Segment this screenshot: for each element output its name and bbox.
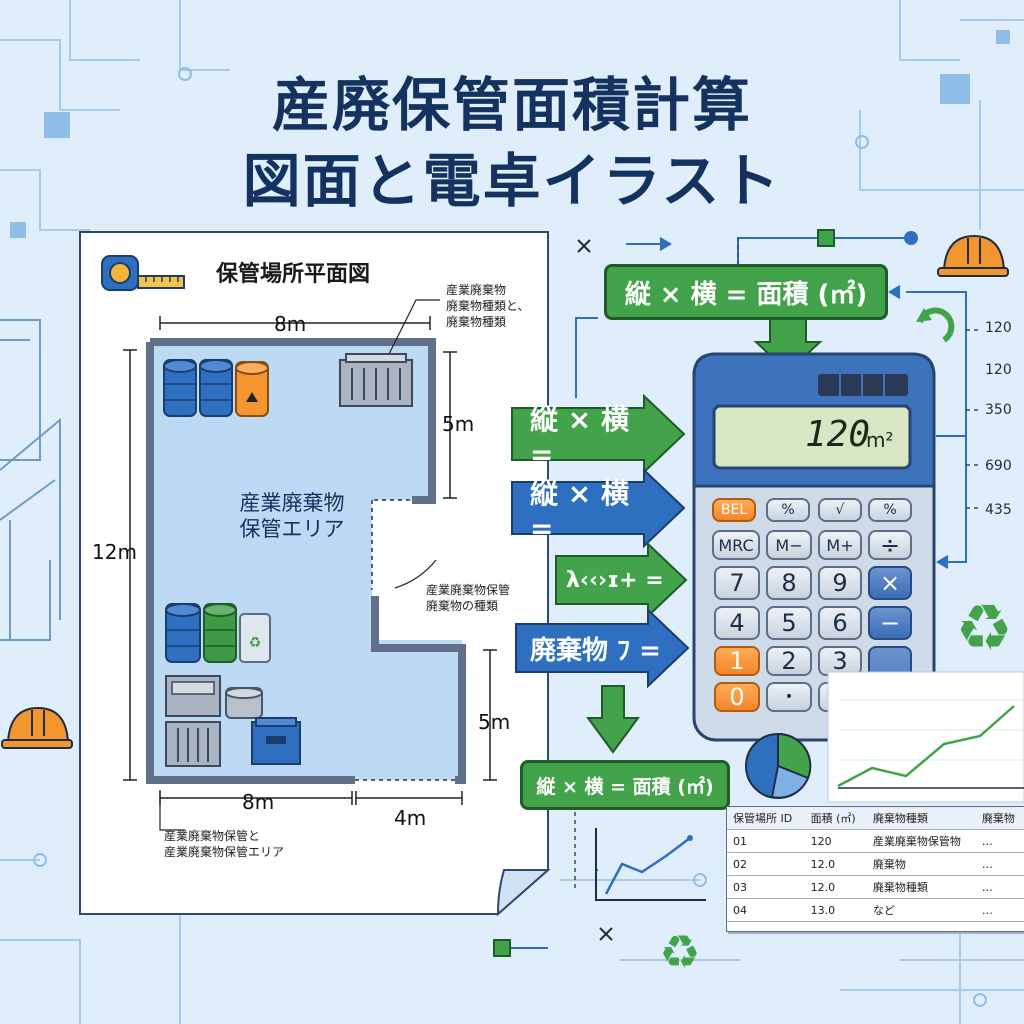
table-header-id: 保管場所 ID — [727, 807, 805, 830]
dim-right-upper: 5m — [442, 412, 475, 436]
calc-key-divide[interactable]: ÷ — [868, 530, 912, 560]
calc-key-mrc[interactable]: MRC — [712, 530, 760, 560]
title-line-1: 産廃保管面積計算 — [271, 71, 752, 139]
annotation-middle-right-line-2: 廃棄物の種類 — [426, 599, 499, 613]
hard-hat-icon-left — [1, 706, 73, 749]
calc-key-bel[interactable]: BEL — [712, 498, 756, 522]
recycle-icon-bottom: ♻ — [659, 925, 700, 979]
annotation-middle-right-line-1: 産業廃棄物保管 — [426, 583, 511, 597]
annotation-bottom-left-line-1: 産業廃棄物保管と — [164, 829, 261, 843]
annotation-middle-right: 産業廃棄物保管 廃棄物の種類 — [426, 582, 510, 614]
table-cell: 廃棄物種類 — [866, 875, 976, 899]
table-cell: 02 — [727, 852, 805, 876]
table-cell: … — [975, 875, 1024, 899]
table-cell: … — [975, 829, 1024, 853]
calc-key-2[interactable]: 2 — [766, 646, 812, 676]
annotation-top-right-line-2: 廃棄物種類と、 — [446, 299, 530, 313]
calc-key-minus[interactable]: − — [868, 606, 912, 640]
storage-area-label-line-2: 保管エリア — [239, 517, 345, 541]
calculator-display-value: 120 — [804, 414, 870, 455]
dim-left: 12m — [92, 540, 137, 564]
data-table-card: 保管場所 ID 面積 (㎡) 廃棄物種類 廃棄物 01 120 産業廃棄物保管物… — [726, 806, 1024, 932]
calc-key-multiply[interactable]: × — [868, 566, 912, 600]
table-cell: 120 — [804, 829, 867, 853]
table-cell: 産業廃棄物保管物 — [866, 829, 976, 853]
table-cell: など — [866, 898, 976, 922]
table-cell: 03 — [727, 875, 805, 899]
calc-key-percent-2[interactable]: % — [868, 498, 912, 522]
data-table: 保管場所 ID 面積 (㎡) 廃棄物種類 廃棄物 01 120 産業廃棄物保管物… — [727, 807, 1024, 922]
dim-bottom-right: 4m — [394, 806, 427, 830]
table-header-row: 保管場所 ID 面積 (㎡) 廃棄物種類 廃棄物 — [727, 807, 1024, 830]
table-header-waste: 廃棄物 — [975, 807, 1024, 830]
recycle-icon-right: ♻ — [955, 592, 1012, 666]
side-number-1: 120 — [985, 320, 1012, 336]
dim-bottom-left: 8m — [242, 790, 275, 814]
hard-hat-icon-right — [937, 234, 1009, 277]
calculator-display-unit: m² — [866, 428, 894, 452]
table-cell: 12.0 — [804, 852, 867, 876]
annotation-bottom-left-line-2: 産業廃棄物保管エリア — [164, 845, 285, 859]
table-cell: 04 — [727, 898, 805, 922]
calc-key-m-minus[interactable]: M− — [766, 530, 812, 560]
calc-key-sqrt[interactable]: √ — [818, 498, 862, 522]
crate-top — [339, 353, 413, 407]
calc-key-percent[interactable]: % — [766, 498, 810, 522]
annotation-bottom-left: 産業廃棄物保管と 産業廃棄物保管エリア — [164, 828, 284, 860]
formula-bottom: 縦 × 横 = 面積 (㎡) — [520, 760, 730, 810]
calc-key-8[interactable]: 8 — [766, 566, 812, 600]
table-cell: 廃棄物 — [866, 852, 976, 876]
table-cell: 01 — [727, 829, 805, 853]
calc-key-0[interactable]: 0 — [714, 682, 760, 712]
side-number-2: 120 — [985, 362, 1012, 378]
calc-key-4[interactable]: 4 — [714, 606, 760, 640]
side-number-3: 350 — [985, 402, 1012, 418]
arrow-label-3: λ‹‹›ɪ+ = — [566, 567, 664, 593]
calc-key-decimal[interactable]: • — [766, 682, 812, 712]
tape-measure-icon — [101, 255, 185, 291]
annotation-top-right-line-1: 産業廃棄物 — [446, 283, 507, 297]
table-cell: 13.0 — [804, 898, 867, 922]
calc-key-7[interactable]: 7 — [714, 566, 760, 600]
title-line-2: 図面と電卓イラスト — [242, 147, 782, 215]
calc-key-6[interactable]: 6 — [818, 606, 862, 640]
storage-area-label-line-1: 産業廃棄物 — [239, 491, 345, 515]
table-cell: 12.0 — [804, 875, 867, 899]
table-row: 04 13.0 など … — [727, 898, 1024, 922]
barrels-top — [163, 359, 269, 417]
annotation-top-right: 産業廃棄物 廃棄物種類と、 廃棄物種類 — [446, 282, 530, 330]
line-chart-icon-right — [827, 671, 1024, 803]
dim-right-lower: 5m — [478, 710, 511, 734]
storage-area-label: 産業廃棄物 保管エリア — [232, 490, 352, 542]
floorplan-heading: 保管場所平面図 — [216, 262, 371, 287]
side-number-4: 690 — [985, 458, 1012, 474]
dim-top: 8m — [274, 312, 307, 336]
calc-key-1[interactable]: 1 — [714, 646, 760, 676]
line-chart-icon-bottom — [595, 828, 706, 901]
formula-top: 縦 × 横 = 面積 (㎡) — [604, 264, 888, 320]
calc-key-3[interactable]: 3 — [818, 646, 862, 676]
arrow-label-4: 廃棄物 ﾌ = — [530, 635, 661, 666]
table-row: 01 120 産業廃棄物保管物 … — [727, 829, 1024, 853]
table-header-area: 面積 (㎡) — [804, 807, 867, 830]
table-row: 02 12.0 廃棄物 … — [727, 852, 1024, 876]
table-cell: … — [975, 898, 1024, 922]
annotation-top-right-line-3: 廃棄物種類 — [446, 315, 507, 329]
calc-key-9[interactable]: 9 — [818, 566, 862, 600]
calc-key-5[interactable]: 5 — [766, 606, 812, 640]
svg-text:♻: ♻ — [249, 635, 262, 651]
table-cell: … — [975, 852, 1024, 876]
table-row: 03 12.0 廃棄物種類 … — [727, 875, 1024, 899]
calc-key-m-plus[interactable]: M+ — [818, 530, 862, 560]
side-number-5: 435 — [985, 502, 1012, 518]
table-header-type: 廃棄物種類 — [866, 807, 976, 830]
pie-chart-icon — [745, 732, 812, 799]
